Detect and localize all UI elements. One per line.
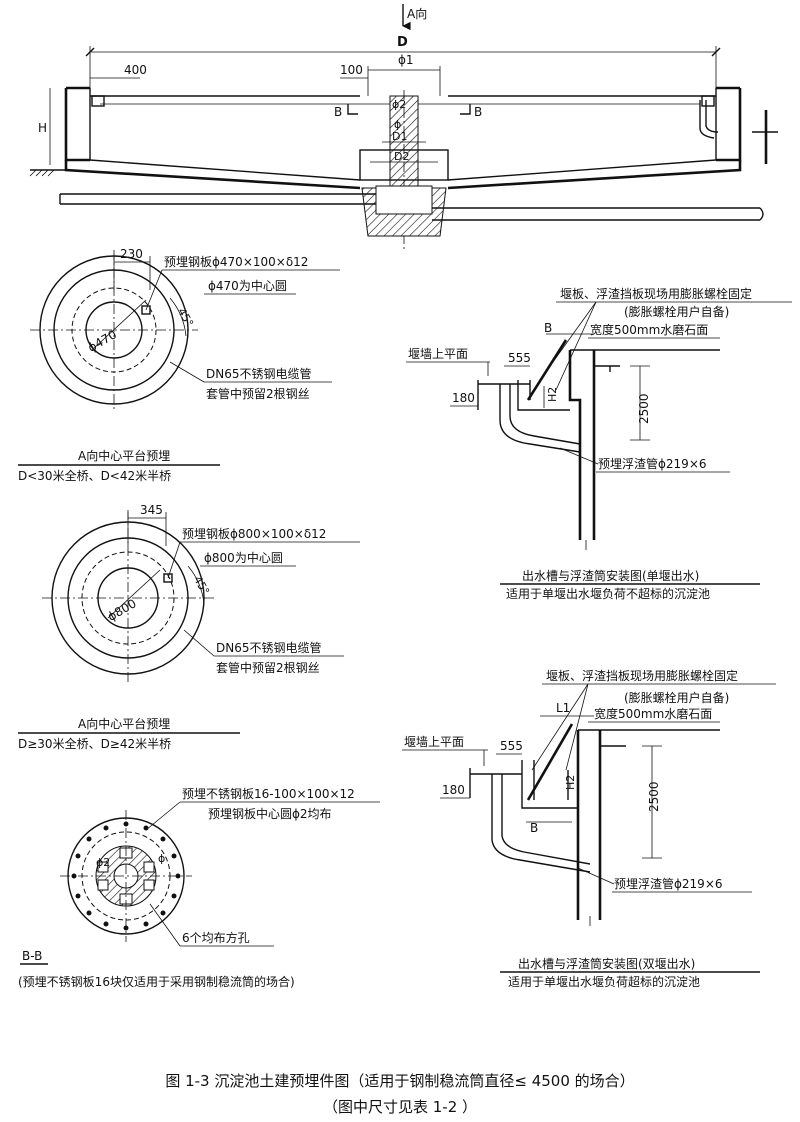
bb-plate: 预埋不锈钢板16-100×100×12	[182, 787, 355, 801]
dim-d2: D2	[394, 150, 409, 163]
plan-large-angle: 45°	[191, 574, 212, 597]
main-section-view: A向 D 400 ϕ1 100 H	[29, 4, 778, 250]
section-bb: ϕ2 ϕ 预埋不锈钢板16-100×100×12 预埋钢板中心圆ϕ2均布 6个均…	[18, 787, 380, 989]
plan-small-wire: 套管中预留2根钢丝	[206, 386, 310, 401]
dim-phi1: ϕ1	[398, 53, 414, 67]
double-h2: H2	[564, 775, 577, 790]
detail-double-weir: 堰板、浮渣挡板现场用膨胀螺栓固定 (膨胀螺栓用户自备) L1 宽度500mm水磨…	[402, 668, 776, 989]
plan-large: 345 ϕ800 预埋钢板ϕ800×100×δ12 ϕ800为中心圆 45° D…	[18, 503, 360, 751]
plan-large-wire: 套管中预留2根钢丝	[216, 660, 320, 675]
bb-title: B-B	[22, 949, 42, 963]
plan-large-dim: 345	[140, 503, 163, 517]
plan-large-title: A向中心平台预埋	[78, 716, 170, 731]
dim-100: 100	[340, 63, 363, 77]
dim-phi: ϕ	[394, 118, 401, 131]
plan-small-plate: 预埋钢板ϕ470×100×δ12	[164, 255, 308, 269]
plan-small-subtitle: D<30米全桥、D<42米半桥	[18, 468, 171, 483]
double-l1: L1	[556, 701, 570, 715]
plan-large-circle-note: ϕ800为中心圆	[204, 550, 283, 565]
section-mark-b-right: B	[474, 105, 482, 119]
section-mark-b-left: B	[334, 105, 342, 119]
plan-large-plate: 预埋钢板ϕ800×100×δ12	[182, 527, 326, 541]
single-title: 出水槽与浮渣筒安装图(单堰出水)	[522, 568, 699, 583]
plan-large-subtitle: D≥30米全桥、D≥42米半桥	[18, 736, 171, 751]
diameter-d-label: D	[397, 35, 408, 50]
dim-400: 400	[124, 63, 147, 77]
figure-caption-note: （图中尺寸见表 1-2 ）	[322, 1098, 478, 1116]
plan-large-dia: ϕ800	[105, 596, 139, 624]
direction-a-label: A向	[407, 6, 427, 21]
plan-small-dim: 230	[120, 247, 143, 261]
single-555: 555	[508, 351, 531, 365]
double-weir-top: 堰墙上平面	[404, 735, 464, 749]
double-555: 555	[500, 739, 523, 753]
bb-holes: 6个均布方孔	[182, 930, 250, 945]
double-note1: 堰板、浮渣挡板现场用膨胀螺栓固定	[546, 668, 738, 683]
double-note2: (膨胀螺栓用户自备)	[624, 690, 729, 705]
single-note2: (膨胀螺栓用户自备)	[624, 304, 729, 319]
double-2500: 2500	[647, 781, 661, 812]
single-b: B	[544, 321, 552, 335]
plan-small-conduit: DN65不锈钢电缆管	[206, 366, 312, 381]
double-b: B	[530, 821, 538, 835]
double-180: 180	[442, 783, 465, 797]
single-h2: H2	[546, 387, 559, 402]
bb-phi: ϕ	[158, 852, 165, 865]
bb-phi2: ϕ2	[96, 856, 110, 869]
single-weir-top: 堰墙上平面	[408, 347, 468, 361]
single-180: 180	[452, 391, 475, 405]
plan-small: 230 ϕ470 预埋钢板ϕ470×100×δ12 ϕ470为中心圆 45° D…	[18, 247, 340, 483]
dim-h: H	[38, 121, 47, 135]
plan-small-title: A向中心平台预埋	[78, 448, 170, 463]
bb-circle-note: 预埋钢板中心圆ϕ2均布	[208, 806, 332, 821]
bb-note: (预埋不锈钢板16块仅适用于采用钢制稳流筒的场合)	[18, 974, 295, 989]
plan-small-circle-note: ϕ470为中心圆	[208, 278, 287, 293]
dim-phi2: ϕ2	[392, 98, 406, 111]
plan-small-dia: ϕ470	[85, 327, 119, 355]
single-2500: 2500	[637, 393, 651, 424]
detail-single-weir: 堰板、浮渣挡板现场用膨胀螺栓固定 (膨胀螺栓用户自备) B 宽度500mm水磨石…	[406, 286, 792, 601]
single-width: 宽度500mm水磨石面	[590, 322, 708, 337]
figure-caption: 图 1-3 沉淀池土建预埋件图（适用于钢制稳流筒直径≤ 4500 的场合）	[165, 1072, 635, 1090]
single-pipe: 预埋浮渣管ϕ219×6	[598, 456, 707, 471]
plan-large-conduit: DN65不锈钢电缆管	[216, 640, 322, 655]
double-title: 出水槽与浮渣筒安装图(双堰出水)	[518, 956, 695, 971]
double-width: 宽度500mm水磨石面	[594, 706, 712, 721]
double-pipe: 预埋浮渣管ϕ219×6	[614, 876, 723, 891]
dim-d1: D1	[392, 130, 407, 143]
double-subtitle: 适用于单堰出水堰负荷超标的沉淀池	[508, 974, 700, 989]
single-subtitle: 适用于单堰出水堰负荷不超标的沉淀池	[506, 586, 710, 601]
single-note1: 堰板、浮渣挡板现场用膨胀螺栓固定	[560, 286, 752, 301]
